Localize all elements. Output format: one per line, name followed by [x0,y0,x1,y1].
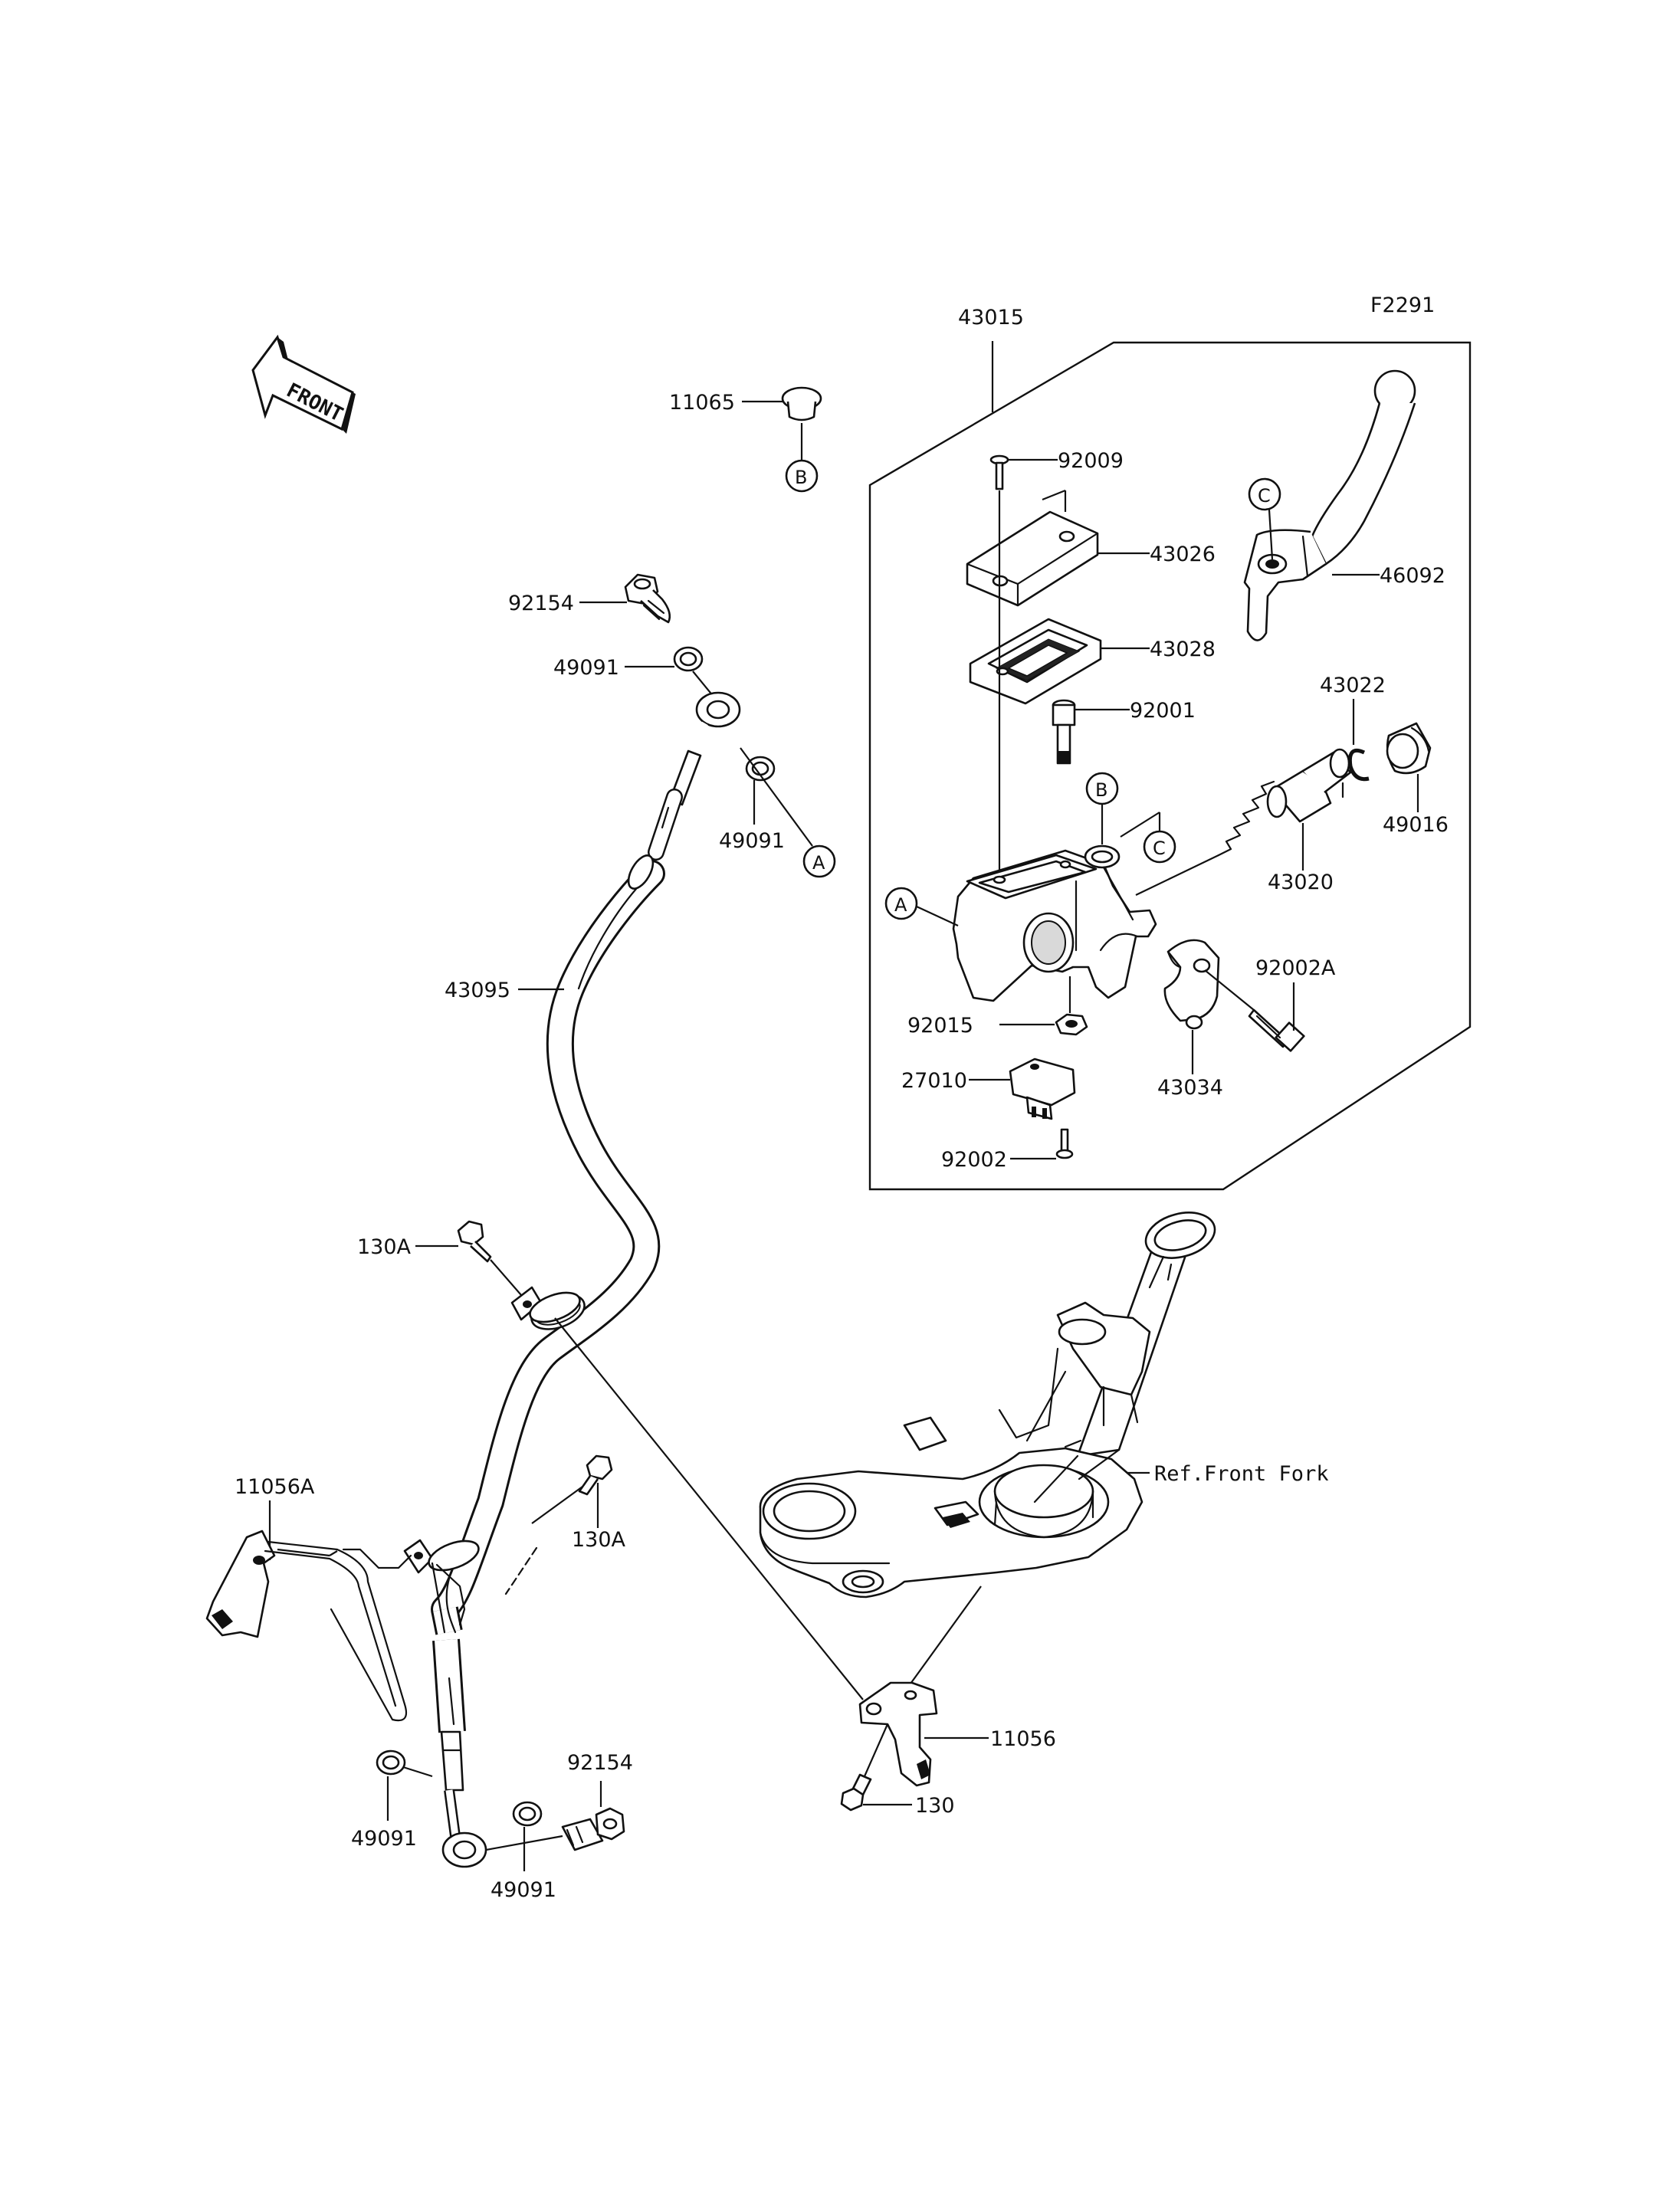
part-label-49091-top: 49091 [553,656,619,680]
part-label-11056: 11056 [990,1727,1056,1751]
callout-b-top: B [785,459,819,493]
bolt-92002A [1248,1008,1305,1052]
svg-text:A: A [812,852,825,874]
banjo-bolt-92154-top [624,573,671,624]
nut-92015 [1055,1013,1088,1036]
svg-text:C: C [1258,485,1271,507]
svg-text:B: B [795,467,807,488]
washer-49091-low-left [376,1749,406,1776]
part-label-49091-low-right: 49091 [491,1878,556,1902]
part-label-43026: 43026 [1150,543,1216,566]
part-label-92002: 92002 [941,1148,1007,1172]
part-label-92001: 92001 [1130,699,1196,723]
diaphragm-43028 [969,618,1102,705]
bolt-130A-upper [457,1220,492,1263]
piston-kit-43020 [1217,748,1352,857]
ref-front-fork-label: Ref.Front Fork [1154,1462,1329,1486]
screw-92002 [1055,1128,1074,1159]
svg-text:C: C [1153,838,1166,859]
bracket-11056A [205,1530,412,1722]
front-direction-arrow-icon: FRONT [251,334,356,434]
svg-text:B: B [1095,779,1107,801]
part-label-11056A: 11056A [235,1475,315,1499]
part-label-130A-top: 130A [357,1235,412,1259]
brake-lever-46092 [1243,369,1416,641]
brake-hose-43095 [431,691,741,1868]
banjo-bolt-92154-low [561,1807,625,1851]
figure-code: F2291 [1370,293,1435,317]
brake-light-switch-27010 [1009,1058,1076,1120]
part-label-43028: 43028 [1150,638,1216,661]
bolt-130 [840,1773,872,1812]
bolt-130A-lower [578,1454,613,1496]
washer-49091-top [673,646,704,672]
part-label-92154-top: 92154 [508,592,574,615]
svg-text:A: A [894,894,907,916]
part-label-92002A: 92002A [1255,956,1336,980]
part-label-46092: 46092 [1380,564,1445,588]
clamp-holder-43034 [1163,939,1220,1030]
callout-c-body: C [1143,830,1176,864]
pivot-bolt-92001 [1052,699,1076,765]
part-label-49091-mid: 49091 [719,829,785,853]
rubber-cap-11065 [781,386,822,421]
front-fork-triple-clamp [759,1212,1216,1599]
part-label-43034: 43034 [1157,1076,1223,1100]
part-label-49091-low-left: 49091 [351,1827,417,1851]
part-label-27010: 27010 [901,1069,967,1093]
hose-clamp-bracket-lower [403,1539,480,1634]
hose-clamp-bracket-upper [510,1286,581,1323]
screw-92009 [989,454,1009,490]
reservoir-cover-43026 [966,510,1099,607]
master-cylinder-body [952,844,1157,1002]
part-label-43095: 43095 [445,979,510,1002]
part-label-130: 130 [915,1794,955,1818]
part-label-43015: 43015 [958,306,1024,330]
part-label-130A-low: 130A [572,1528,626,1552]
part-label-43022: 43022 [1320,674,1386,697]
part-label-43020: 43020 [1268,871,1334,894]
washer-49091-low-right [512,1801,543,1827]
callout-b-body: B [1085,772,1119,805]
master-cylinder-assembly-outline [868,341,1472,1191]
part-label-92015: 92015 [907,1014,973,1038]
bracket-11056 [858,1681,938,1787]
callout-c-lever: C [1248,477,1281,511]
dust-boot-49016 [1386,722,1432,775]
part-label-11065: 11065 [669,391,735,415]
part-label-49016: 49016 [1383,813,1449,837]
callout-a-body: A [884,887,918,920]
part-label-92009: 92009 [1058,449,1124,473]
callout-a-hose: A [802,844,836,878]
part-label-92154-low: 92154 [567,1751,633,1775]
circlip-43022 [1347,748,1370,782]
